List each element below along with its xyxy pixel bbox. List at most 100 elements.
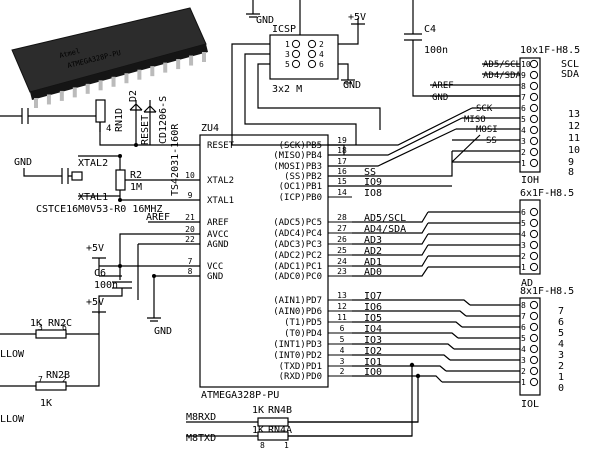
- ic-right-pin-number: 14: [337, 188, 347, 197]
- header-pin-number: 3: [521, 356, 526, 365]
- rn4a-net: M8TXD: [186, 433, 216, 444]
- ioh-net-sck: SCK: [476, 104, 493, 114]
- header-pin-number: 1: [521, 378, 526, 387]
- ic-net-wire: [352, 244, 429, 256]
- rn4a-pin-b: 1: [284, 441, 289, 450]
- rn4a-value: 1K: [252, 425, 264, 436]
- ic-right-pin-name: (RXD)PD0: [279, 372, 322, 382]
- ic-left-pin-name: XTAL1: [207, 196, 234, 206]
- ic-right-pin-name: (MISO)PB4: [273, 151, 322, 161]
- chip-photo-pin: [85, 83, 90, 94]
- ic-net-label: IO1: [364, 357, 382, 368]
- ic-net-label: IO9: [364, 177, 382, 188]
- header-pin-number: 3: [521, 241, 526, 250]
- chip-photo-pins: [34, 52, 206, 108]
- header-pin-number: 5: [521, 334, 526, 343]
- icsp-pin: [291, 39, 301, 49]
- ic-right-pin-number: 15: [337, 177, 347, 186]
- ic-right-pin-name: (MOSI)PB3: [273, 162, 322, 172]
- ioh-nets: AD5/SCL AD4/SDA AREF GND SCK MISO MOSI S…: [328, 60, 522, 187]
- header-pin-socket: [529, 92, 539, 102]
- ic-left-pin-name: AGND: [207, 240, 229, 250]
- ic-left-pin-name: VCC: [207, 262, 223, 272]
- ic-right-pin-number: 27: [337, 224, 347, 233]
- iol-side-label: 1: [558, 372, 564, 383]
- icsp-pin: [307, 39, 317, 49]
- icsp-size-label: 3x2 M: [272, 84, 302, 95]
- ic-net-label: AD4/SDA: [364, 224, 406, 235]
- header-pin-number: 4: [521, 230, 526, 239]
- header-pin-number: 6: [521, 208, 526, 217]
- header-pin-number: 7: [521, 312, 526, 321]
- ic-right-pin-name: (AIN0)PD6: [273, 307, 322, 317]
- ic-net-label: IO4: [364, 324, 382, 335]
- icsp-label: ICSP: [272, 24, 296, 35]
- rn4a-pin-a: 8: [260, 441, 265, 450]
- ioh-net-aref: AREF: [432, 81, 454, 91]
- icsp-pin: [307, 59, 317, 69]
- iol-side-label: 4: [558, 339, 564, 350]
- header-pin-number: 7: [521, 93, 526, 102]
- ioh-net-ss: SS: [486, 136, 497, 146]
- c6-name: C6: [94, 268, 106, 279]
- ic-net-label: IO5: [364, 313, 382, 324]
- ic-net-label: AD0: [364, 267, 382, 278]
- ad-nets: [428, 211, 520, 268]
- rn2b-name: RN2B: [46, 370, 70, 381]
- header-pin-number: 8: [521, 82, 526, 91]
- header-pin-number: 6: [521, 323, 526, 332]
- crystal-designator: CSTCE16M0V53-R0 16MHZ: [36, 204, 162, 215]
- ic-net-label: IO8: [364, 188, 382, 199]
- ic-right-pin-name: (ADC0)PC0: [273, 272, 322, 282]
- ic-left-pin-number: 21: [185, 213, 195, 222]
- iol-side-label: 5: [558, 328, 564, 339]
- rn2b-pin-b: 2: [62, 375, 67, 384]
- header-pin-socket: [529, 262, 539, 272]
- icsp-pin-label: 3: [285, 50, 290, 59]
- header-pin-number: 5: [521, 115, 526, 124]
- ioh-side-label: 13: [568, 109, 580, 120]
- ic-right-pin-number: 6: [340, 324, 345, 333]
- ic-left-pin-number: 20: [185, 225, 195, 234]
- ic-net-wire: [352, 255, 429, 267]
- vcc-label-1: +5V: [86, 243, 104, 254]
- ic-right-pin-number: 24: [337, 257, 347, 266]
- ioh-net-mosi: MOSI: [476, 125, 498, 135]
- cd1206-label: CD1206-S: [158, 96, 169, 144]
- ic-left-pin-number: 8: [188, 267, 193, 276]
- ic-right-pin-number: 26: [337, 235, 347, 244]
- rn1d-name: RN1D: [114, 108, 125, 132]
- header-pin-socket: [529, 344, 539, 354]
- ic-right-pin-number: 28: [337, 213, 347, 222]
- chip-photo-pin: [98, 80, 103, 91]
- chip-photo-pin: [163, 62, 168, 73]
- capacitor-c4: C4 100n: [404, 0, 520, 97]
- chip-photo-pin: [124, 73, 129, 84]
- icsp-gnd-top: GND: [256, 15, 274, 26]
- ic-net-wire: [352, 233, 429, 245]
- header-pin-number: 1: [521, 159, 526, 168]
- icsp-pin-label: 1: [285, 40, 290, 49]
- ic-net-label: SS: [364, 167, 376, 178]
- ic-right-pin-number: 16: [337, 167, 347, 176]
- header-pin-socket: [529, 251, 539, 261]
- ic-net-label: IO6: [364, 302, 382, 313]
- ic-left-pin-name: XTAL2: [207, 176, 234, 186]
- ic-left-pin-number: 10: [185, 171, 195, 180]
- ic-right-pin-name: (T0)PD4: [284, 329, 322, 339]
- ic-right-pin-name: (SS)PB2: [284, 172, 322, 182]
- ioh-name: IOH: [521, 175, 539, 186]
- d2-name: D2: [128, 90, 139, 102]
- ioh-side-label: 10: [568, 145, 580, 156]
- ic-net-label: IO0: [364, 367, 382, 378]
- gnd-label-c6: GND: [154, 326, 172, 337]
- iol-title: 8x1F-H8.5: [520, 286, 574, 297]
- ic-right-pin-number: 3: [340, 357, 345, 366]
- r2-value: 1M: [130, 182, 142, 193]
- ioh-side-label: 11: [568, 133, 580, 144]
- header-pin-number: 1: [521, 263, 526, 272]
- ad-name: AD: [521, 278, 533, 289]
